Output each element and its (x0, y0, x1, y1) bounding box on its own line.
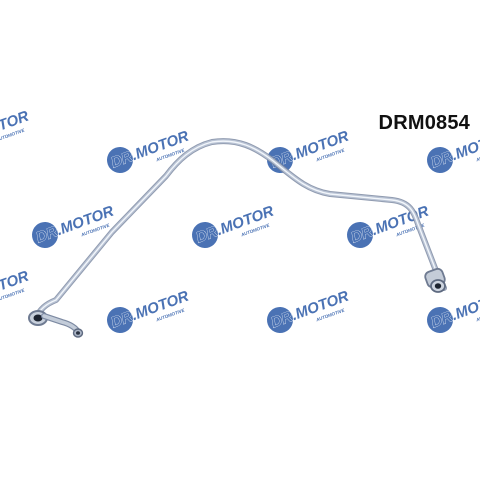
watermark-badge (267, 147, 293, 173)
pipe-highlight (35, 140, 445, 319)
left-fitting (28, 310, 84, 338)
watermark-badge (347, 222, 373, 248)
oil-pipe (28, 138, 447, 338)
watermark-badge (32, 222, 58, 248)
watermark-badge (192, 222, 218, 248)
watermark-badge (107, 307, 133, 333)
watermark-badge (427, 307, 453, 333)
right-fitting (424, 267, 446, 293)
watermark-badge (107, 147, 133, 173)
part-number-label: DRM0854 (378, 112, 470, 134)
watermark-badge (427, 147, 453, 173)
watermark-badge (267, 307, 293, 333)
